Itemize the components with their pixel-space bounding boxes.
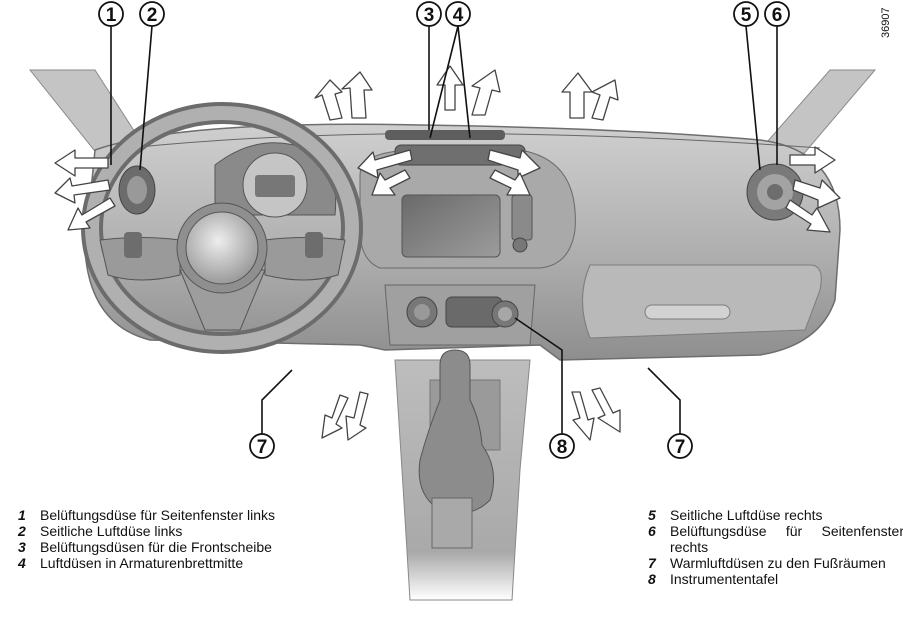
legend-number: 6 [648,523,656,539]
legend-number: 5 [648,507,656,523]
legend-left: 1 Belüftungsdüse für Seitenfenster links… [18,507,318,571]
legend-item: 3 Belüftungsdüsen für die Frontscheibe [18,539,318,555]
legend-text: Seitliche Luftdüse rechts [670,507,823,523]
legend-text: Instrumententafel [670,571,779,587]
callout-7-left [249,433,275,459]
legend-number: 2 [18,523,26,539]
reference-code: 36907 [880,7,892,38]
callout-8-label: 8 [557,437,568,458]
callout-4-label: 4 [453,5,464,26]
legend-text: Luftdüsen in Armaturenbrettmitte [40,555,244,571]
callout-1 [98,1,124,27]
callout-4 [445,1,471,27]
gear-lever [418,349,495,514]
callout-5 [733,1,759,27]
legend-number: 3 [18,539,26,555]
callout-7-right [667,433,693,459]
callouts [98,1,790,459]
legend-item: 1 Belüftungsdüse für Seitenfenster links [18,507,318,523]
legend-item: 7 Warmluftdüsen zu den Fußräumen [648,555,903,571]
leader-lines [110,25,778,434]
callout-2-label: 2 [147,5,158,26]
steering-wheel [81,102,363,354]
callout-3-label: 3 [424,5,435,26]
glovebox [582,264,822,339]
legend-number: 1 [18,507,26,523]
callout-7-right-label: 7 [675,437,686,458]
legend-item: 2 Seitliche Luftdüse links [18,523,318,539]
legend-item: 8 Instrumententafel [648,571,903,587]
callout-2 [139,1,165,27]
legend-right: 5 Seitliche Luftdüse rechts 6 Belüftungs… [648,507,903,587]
callout-6 [764,1,790,27]
legend-number: 8 [648,571,656,587]
legend-item: 5 Seitliche Luftdüse rechts [648,507,903,523]
callout-6-label: 6 [772,5,783,26]
legend-text: Belüftungsdüse für Seitenfenster links [40,507,276,523]
legend-text: Warmluftdüsen zu den Fußräumen [670,555,886,571]
legend-number: 4 [18,555,26,571]
legend-text: Seitliche Luftdüse links [40,523,183,539]
callout-8 [549,433,575,459]
legend-text: Belüftungsdüse für Seitenfenster rechts [670,523,903,555]
callout-3 [416,1,442,27]
legend-item: 6 Belüftungsdüse für Seitenfenster recht… [648,523,903,555]
legend-text: Belüftungsdüsen für die Frontscheibe [40,539,272,555]
touchscreen [401,194,501,258]
callout-1-label: 1 [106,5,117,26]
windscreen-vent [385,130,505,140]
legend-number: 7 [648,555,656,571]
callout-7-left-label: 7 [257,437,268,458]
legend-item: 4 Luftdüsen in Armaturenbrettmitte [18,555,318,571]
callout-5-label: 5 [741,5,752,26]
airflow-arrows [54,65,841,441]
